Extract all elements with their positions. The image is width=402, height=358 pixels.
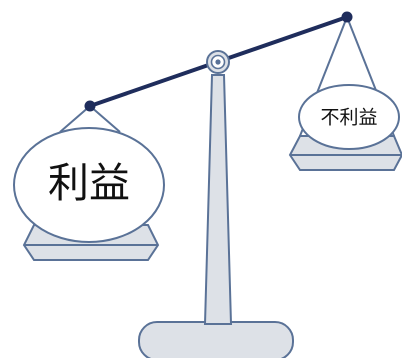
left-label: 利益 (48, 159, 130, 207)
right-label: 不利益 (320, 107, 377, 129)
pivot-center (215, 59, 221, 65)
left-beam-end (84, 100, 96, 112)
right-bubble (298, 84, 400, 150)
left-pan-string (59, 105, 91, 133)
left-pan-string (89, 105, 121, 133)
scale-base (138, 321, 294, 358)
scale-pillar (203, 74, 233, 325)
right-beam-end (341, 11, 353, 23)
left-bubble (13, 127, 165, 243)
